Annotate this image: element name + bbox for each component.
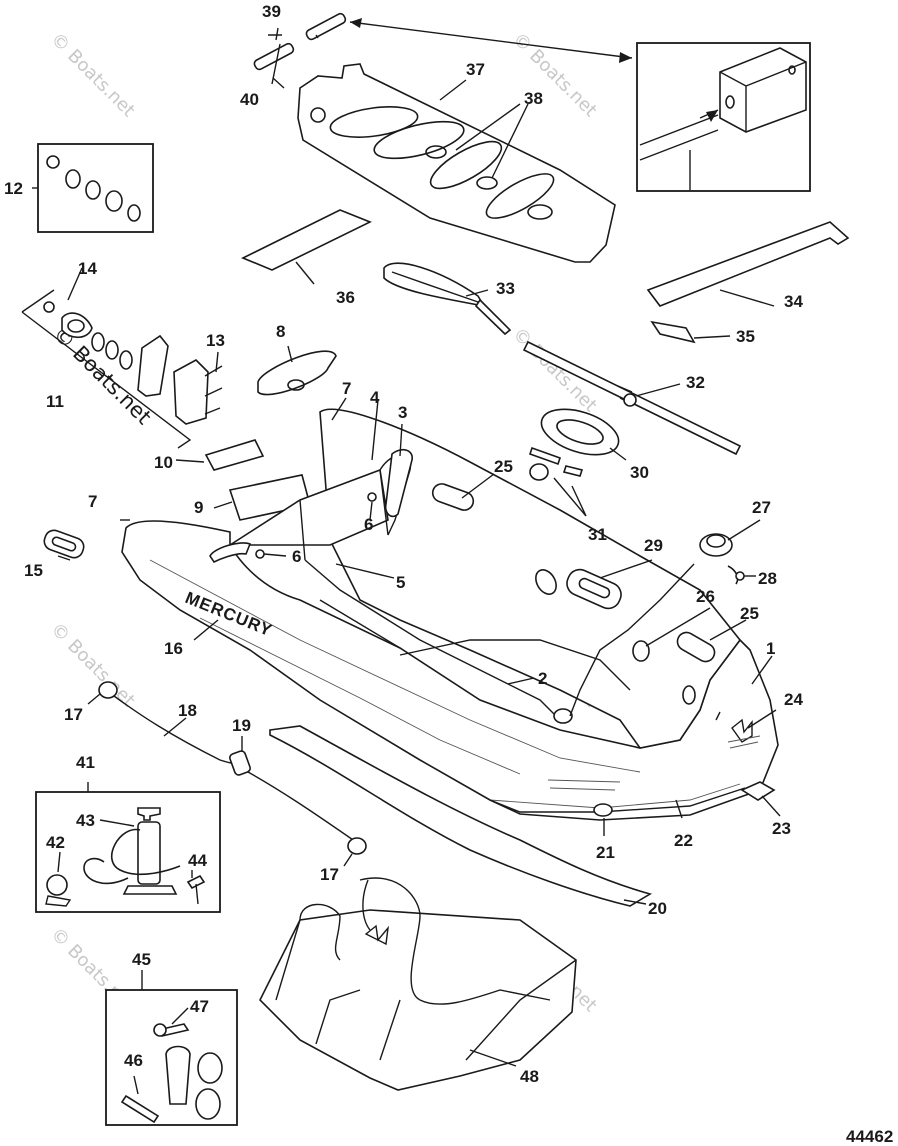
callout-38: 38 bbox=[524, 89, 543, 108]
oarlock bbox=[540, 408, 620, 456]
callout-5: 5 bbox=[396, 573, 405, 592]
drawing-number: 44462 bbox=[846, 1127, 893, 1146]
callout-3: 3 bbox=[398, 403, 407, 422]
watermark: © Boats.net bbox=[46, 619, 138, 711]
callout-20: 20 bbox=[648, 899, 667, 918]
grab-handle bbox=[43, 529, 85, 559]
callout-39: 39 bbox=[262, 2, 281, 21]
boat-hull bbox=[121, 408, 779, 821]
callout-30: 30 bbox=[630, 463, 649, 482]
keel-strip bbox=[269, 725, 653, 907]
pump-kit-box bbox=[35, 791, 221, 913]
callout-26: 26 bbox=[696, 587, 715, 606]
callout-7: 7 bbox=[342, 379, 351, 398]
watermark: © Boats.net bbox=[508, 29, 600, 121]
bench-seat bbox=[646, 221, 850, 307]
callout-37: 37 bbox=[466, 60, 485, 79]
repair-kit-box bbox=[105, 989, 238, 1126]
leader-lines bbox=[32, 27, 781, 1095]
watermark: © Boats.net bbox=[508, 324, 600, 416]
callout-labels: 39 40 37 38 12 14 36 33 34 35 13 8 11 32… bbox=[4, 2, 893, 1146]
callout-44: 44 bbox=[188, 851, 207, 870]
detail-box bbox=[636, 42, 811, 192]
callout-19: 19 bbox=[232, 716, 251, 735]
callout-18: 18 bbox=[178, 701, 197, 720]
callout-36: 36 bbox=[336, 288, 355, 307]
floor-board bbox=[297, 63, 616, 263]
callout-40: 40 bbox=[240, 90, 259, 109]
callout-14: 14 bbox=[78, 259, 97, 278]
callout-9: 9 bbox=[194, 498, 203, 517]
callout-33: 33 bbox=[496, 279, 515, 298]
callout-24: 24 bbox=[784, 690, 803, 709]
callout-4: 4 bbox=[370, 388, 380, 407]
callout-25: 25 bbox=[494, 457, 513, 476]
callout-31: 31 bbox=[588, 525, 607, 544]
callout-43: 43 bbox=[76, 811, 95, 830]
carry-bag bbox=[259, 877, 577, 1091]
callout-32: 32 bbox=[686, 373, 705, 392]
seat-bracket bbox=[650, 320, 696, 344]
callout-45: 45 bbox=[132, 950, 151, 969]
oarlock-pins bbox=[528, 446, 584, 481]
brand-logo bbox=[727, 718, 761, 749]
detail-arrow bbox=[349, 21, 633, 59]
callout-25-right: 25 bbox=[740, 604, 759, 623]
callout-35: 35 bbox=[736, 327, 755, 346]
callout-22: 22 bbox=[674, 831, 693, 850]
callout-6: 6 bbox=[364, 515, 373, 534]
callout-8: 8 bbox=[276, 322, 285, 341]
tow-line bbox=[98, 681, 367, 855]
callout-23: 23 bbox=[772, 819, 791, 838]
callout-27: 27 bbox=[752, 498, 771, 517]
callout-7-left: 7 bbox=[88, 492, 97, 511]
callout-13: 13 bbox=[206, 331, 225, 350]
valve-assembly bbox=[21, 289, 223, 449]
callout-17-left: 17 bbox=[64, 705, 83, 724]
callout-12: 12 bbox=[4, 179, 23, 198]
callout-21: 21 bbox=[596, 843, 615, 862]
callout-46: 46 bbox=[124, 1051, 143, 1070]
callout-6-left: 6 bbox=[292, 547, 301, 566]
callout-17-right: 17 bbox=[320, 865, 339, 884]
repair-patch bbox=[241, 209, 372, 271]
callout-29: 29 bbox=[644, 536, 663, 555]
callout-2: 2 bbox=[538, 669, 547, 688]
callout-42: 42 bbox=[46, 833, 65, 852]
handle-bracket bbox=[204, 439, 265, 471]
callout-28: 28 bbox=[758, 569, 777, 588]
valve-kit-box bbox=[37, 143, 154, 233]
callout-11: 11 bbox=[46, 392, 64, 411]
callout-34: 34 bbox=[784, 292, 803, 311]
callout-1: 1 bbox=[766, 639, 775, 658]
callout-10: 10 bbox=[154, 453, 173, 472]
callout-16: 16 bbox=[164, 639, 183, 658]
oar bbox=[383, 262, 512, 336]
callout-41: 41 bbox=[76, 753, 95, 772]
callout-47: 47 bbox=[190, 997, 209, 1016]
transom-grip bbox=[257, 350, 337, 396]
floor-rods bbox=[253, 12, 347, 89]
oar-shaft bbox=[522, 340, 742, 456]
callout-15: 15 bbox=[24, 561, 43, 580]
callout-48: 48 bbox=[520, 1067, 539, 1086]
watermark: © Boats.net bbox=[46, 29, 138, 121]
